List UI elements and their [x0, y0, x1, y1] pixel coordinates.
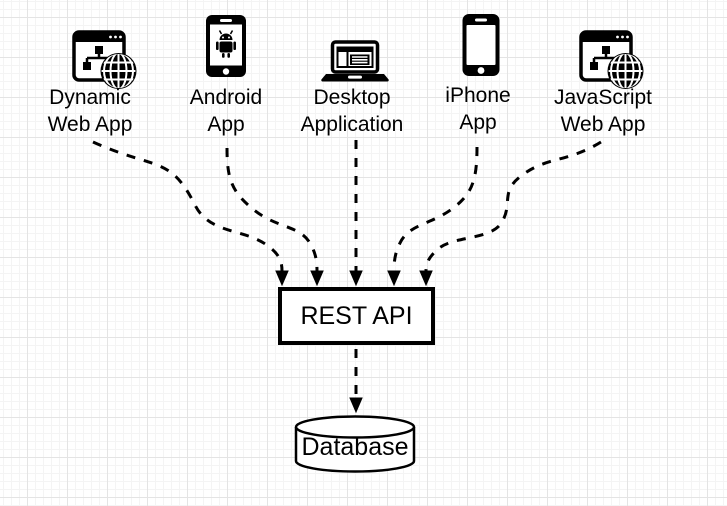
android-phone-icon: [206, 15, 246, 77]
connector-iphone-app-to-rest-api[interactable]: [387, 146, 479, 287]
node-rest-api[interactable]: REST API: [278, 287, 435, 345]
node-label-database: Database: [301, 433, 409, 461]
node-label-rest-api: REST API: [300, 301, 413, 330]
connector-android-app-to-rest-api[interactable]: [225, 147, 324, 287]
node-label-javascript-web-app: JavaScript Web App: [553, 86, 653, 137]
connector-dynamic-web-app-to-rest-api[interactable]: [92, 140, 289, 287]
node-label-iphone-app: iPhone App: [445, 84, 511, 135]
node-label-android-app: Android App: [189, 86, 263, 137]
node-desktop-application[interactable]: Desktop Application: [277, 38, 427, 138]
connector-javascript-web-app-to-rest-api[interactable]: [419, 140, 602, 287]
node-label-desktop-application: Desktop Application: [300, 86, 404, 137]
node-android-app[interactable]: Android App: [151, 12, 301, 138]
smartphone-icon: [462, 14, 500, 76]
laptop-icon: [321, 40, 389, 82]
node-dynamic-web-app[interactable]: Dynamic Web App: [15, 28, 165, 138]
browser-sitemap-globe-icon: [579, 30, 644, 89]
node-iphone-app[interactable]: iPhone App: [403, 11, 553, 138]
browser-sitemap-globe-icon: [72, 30, 137, 89]
node-javascript-web-app[interactable]: JavaScript Web App: [528, 28, 678, 138]
node-label-dynamic-web-app: Dynamic Web App: [47, 86, 133, 137]
database-cylinder[interactable]: [294, 415, 416, 473]
